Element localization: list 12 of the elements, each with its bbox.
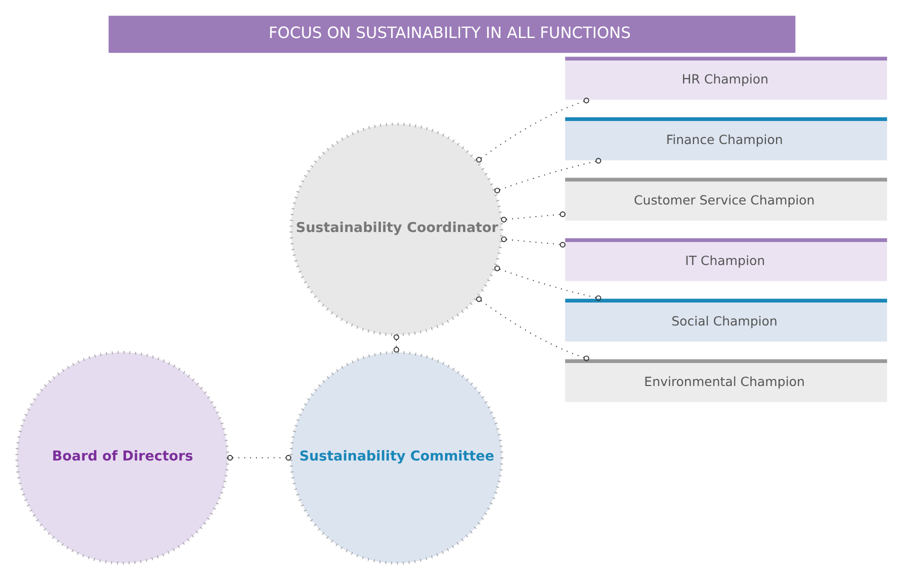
connector [494, 158, 601, 194]
connector [476, 296, 589, 362]
diagram-title: FOCUS ON SUSTAINABILITY IN ALL FUNCTIONS [268, 24, 630, 42]
connector [500, 211, 565, 222]
node-circle: Sustainability Coordinator [289, 122, 503, 336]
connector [393, 334, 399, 353]
node-circle: Board of Directors [14, 350, 229, 565]
connector [476, 98, 589, 163]
connector [500, 236, 565, 248]
node-circle: Sustainability Committee [289, 350, 503, 565]
connector [226, 454, 291, 461]
connector [494, 266, 601, 301]
